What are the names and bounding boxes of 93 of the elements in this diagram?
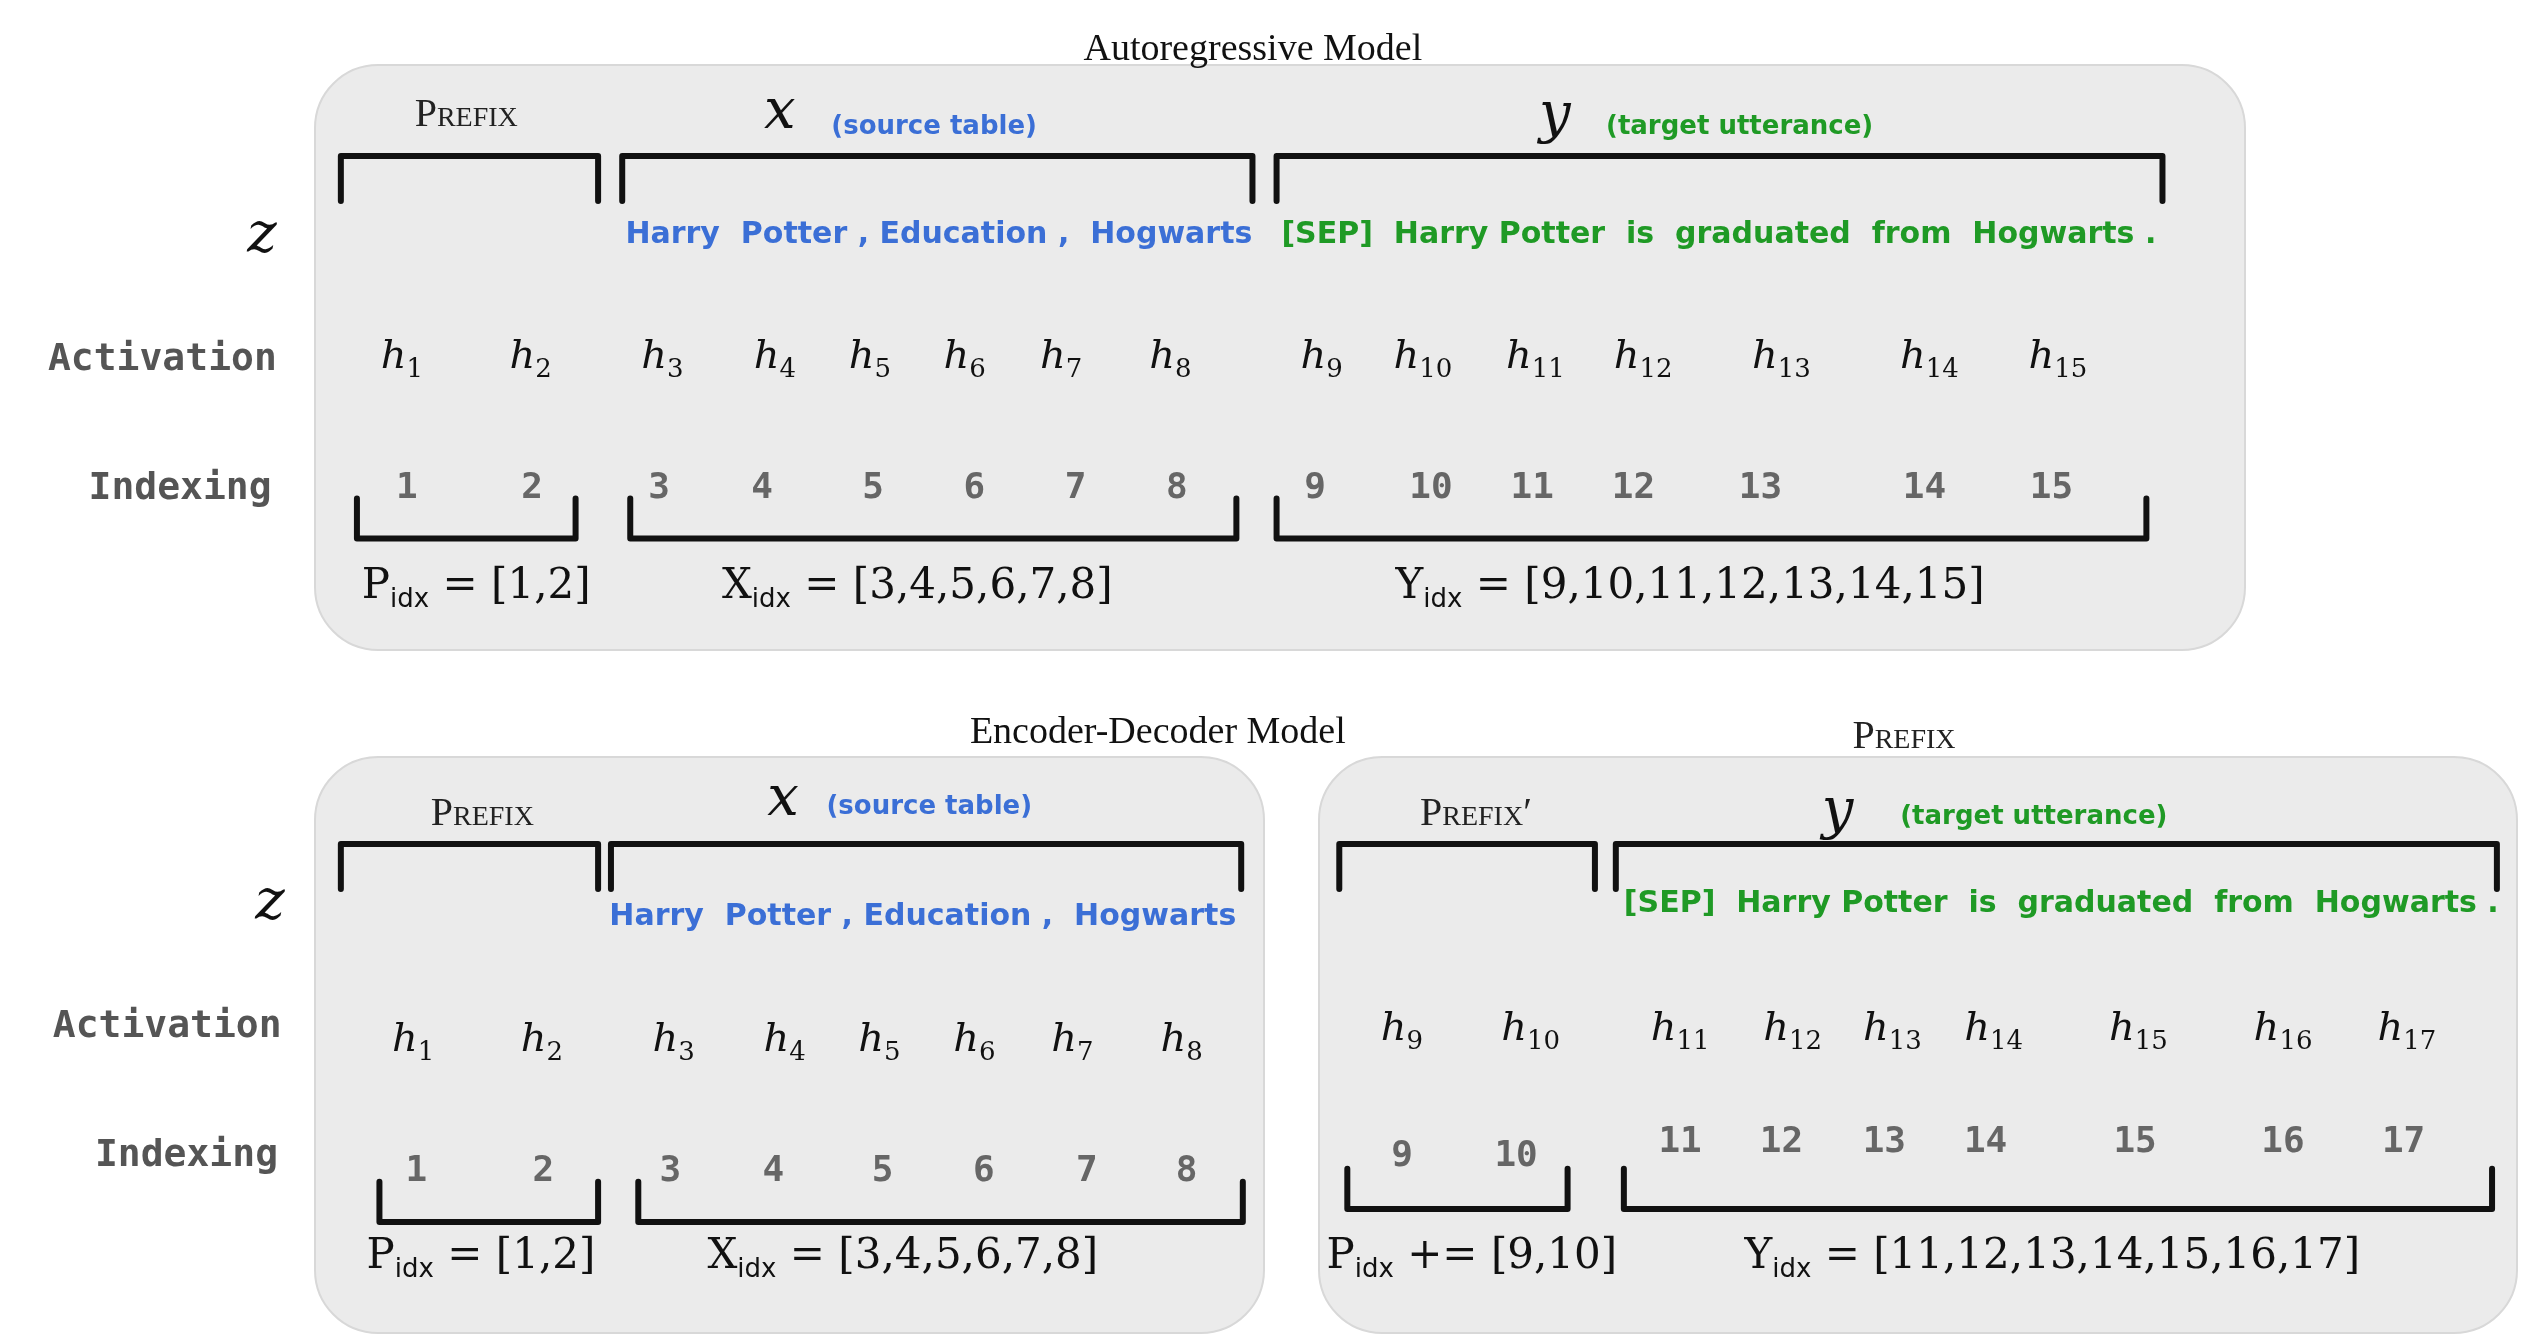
math-symbol: x: [763, 81, 796, 138]
column-heading: Prefix′: [1420, 791, 1532, 832]
index-number: 17: [2381, 1121, 2426, 1158]
activation-symbol: h$_{15}$: [2108, 1005, 2168, 1053]
activation-symbol: h$_{1}$: [380, 333, 424, 381]
activation-symbol: h$_{7}$: [1039, 333, 1083, 381]
activation-symbol: h$_{17}$: [2377, 1005, 2437, 1053]
activation-symbol: h$_{2}$: [509, 333, 552, 381]
activation-symbol: h$_{6}$: [953, 1016, 996, 1064]
math-symbol: z: [247, 205, 277, 262]
index-number: 9: [1304, 467, 1326, 504]
index-number: 5: [862, 467, 884, 504]
token-sequence: Harry Potter , Education , Hogwarts: [625, 218, 1253, 249]
activation-symbol: h$_{13}$: [1752, 333, 1811, 381]
activation-symbol: h$_{7}$: [1051, 1016, 1094, 1064]
annotation: (target utterance): [1900, 802, 2168, 829]
column-heading: Prefix: [430, 791, 534, 832]
math-symbol: z: [255, 872, 285, 929]
index-number: 16: [2261, 1121, 2305, 1158]
index-number: 6: [973, 1150, 995, 1187]
index-number: 8: [1166, 467, 1188, 504]
index-number: 4: [751, 467, 773, 504]
index-number: 4: [762, 1150, 785, 1187]
index-number: 13: [1738, 467, 1783, 504]
row-label: Indexing: [95, 1133, 278, 1172]
activation-symbol: h$_{12}$: [1613, 333, 1673, 381]
index-number: 12: [1611, 467, 1656, 504]
token-sequence: Harry Potter , Education , Hogwarts: [609, 899, 1237, 930]
activation-symbol: h$_{13}$: [1862, 1005, 1922, 1053]
activation-symbol: h$_{8}$: [1160, 1016, 1203, 1064]
activation-symbol: h$_{5}$: [848, 333, 891, 381]
activation-symbol: h$_{3}$: [641, 333, 684, 381]
index-number: 15: [2113, 1121, 2157, 1158]
activation-symbol: h$_{3}$: [652, 1016, 695, 1064]
index-number: 3: [648, 467, 671, 504]
activation-symbol: h$_{6}$: [943, 333, 986, 381]
index-number: 10: [1409, 467, 1453, 504]
annotation: (source table): [826, 792, 1033, 819]
index-formula: X$_{idx}$ = [3,4,5,6,7,8]: [721, 562, 1113, 611]
activation-symbol: h$_{4}$: [753, 333, 797, 381]
activation-symbol: h$_{9}$: [1380, 1005, 1424, 1053]
math-symbol: x: [767, 767, 799, 824]
index-number: 10: [1494, 1136, 1538, 1173]
token-sequence: [SEP] Harry Potter is graduated from Hogwarts .: [1623, 886, 2499, 917]
activation-symbol: h$_{9}$: [1300, 333, 1343, 381]
activation-symbol: h$_{11}$: [1650, 1005, 1710, 1053]
index-number: 14: [1963, 1121, 2008, 1158]
index-number: 7: [1064, 467, 1087, 504]
annotation: (target utterance): [1606, 112, 1874, 139]
index-number: 11: [1510, 467, 1554, 504]
index-formula: P$_{idx}$ = [1,2]: [361, 562, 591, 611]
row-label: Activation: [52, 1005, 282, 1044]
index-number: 6: [963, 467, 986, 504]
panel-title: Encoder-Decoder Model: [969, 708, 1346, 753]
index-number: 2: [521, 467, 543, 504]
index-number: 1: [395, 467, 418, 504]
activation-symbol: h$_{14}$: [1964, 1005, 2024, 1053]
index-number: 7: [1076, 1150, 1098, 1187]
activation-symbol: h$_{10}$: [1501, 1005, 1560, 1053]
index-number: 15: [2029, 467, 2074, 504]
index-number: 8: [1175, 1150, 1198, 1187]
activation-symbol: h$_{10}$: [1393, 333, 1453, 381]
activation-symbol: h$_{1}$: [392, 1016, 435, 1064]
panel-title: Prefix: [1852, 710, 1956, 758]
activation-symbol: h$_{5}$: [858, 1016, 901, 1064]
panel-title: Autoregressive Model: [1083, 25, 1423, 69]
activation-symbol: h$_{8}$: [1149, 333, 1192, 381]
activation-symbol: h$_{15}$: [2028, 333, 2088, 381]
activation-symbol: h$_{14}$: [1899, 333, 1959, 381]
index-formula: X$_{idx}$ = [3,4,5,6,7,8]: [707, 1233, 1099, 1282]
annotation: (source table): [831, 112, 1037, 139]
index-number: 9: [1391, 1136, 1413, 1173]
column-heading: Prefix: [414, 92, 518, 133]
index-number: 11: [1658, 1121, 1702, 1158]
token-sequence: [SEP] Harry Potter is graduated from Hogwarts .: [1281, 218, 2157, 249]
index-number: 12: [1759, 1121, 1804, 1158]
index-formula: P$_{idx}$ += [9,10]: [1326, 1233, 1618, 1282]
activation-symbol: h$_{16}$: [2253, 1005, 2313, 1053]
activation-symbol: h$_{12}$: [1763, 1005, 1823, 1053]
activation-symbol: h$_{4}$: [763, 1016, 806, 1064]
activation-symbol: h$_{11}$: [1506, 333, 1565, 381]
index-number: 2: [532, 1150, 555, 1187]
index-number: 5: [871, 1150, 894, 1187]
index-formula: Y$_{idx}$ = [11,12,13,14,15,16,17]: [1744, 1233, 2361, 1282]
index-number: 14: [1902, 467, 1947, 504]
activation-symbol: h$_{2}$: [520, 1016, 563, 1064]
row-label: Indexing: [88, 466, 272, 505]
index-number: 1: [405, 1150, 428, 1187]
index-formula: P$_{idx}$ = [1,2]: [366, 1233, 596, 1282]
row-label: Activation: [48, 337, 277, 376]
index-number: 3: [659, 1150, 682, 1187]
index-number: 13: [1862, 1121, 1906, 1158]
index-formula: Y$_{idx}$ = [9,10,11,12,13,14,15]: [1395, 562, 1985, 611]
